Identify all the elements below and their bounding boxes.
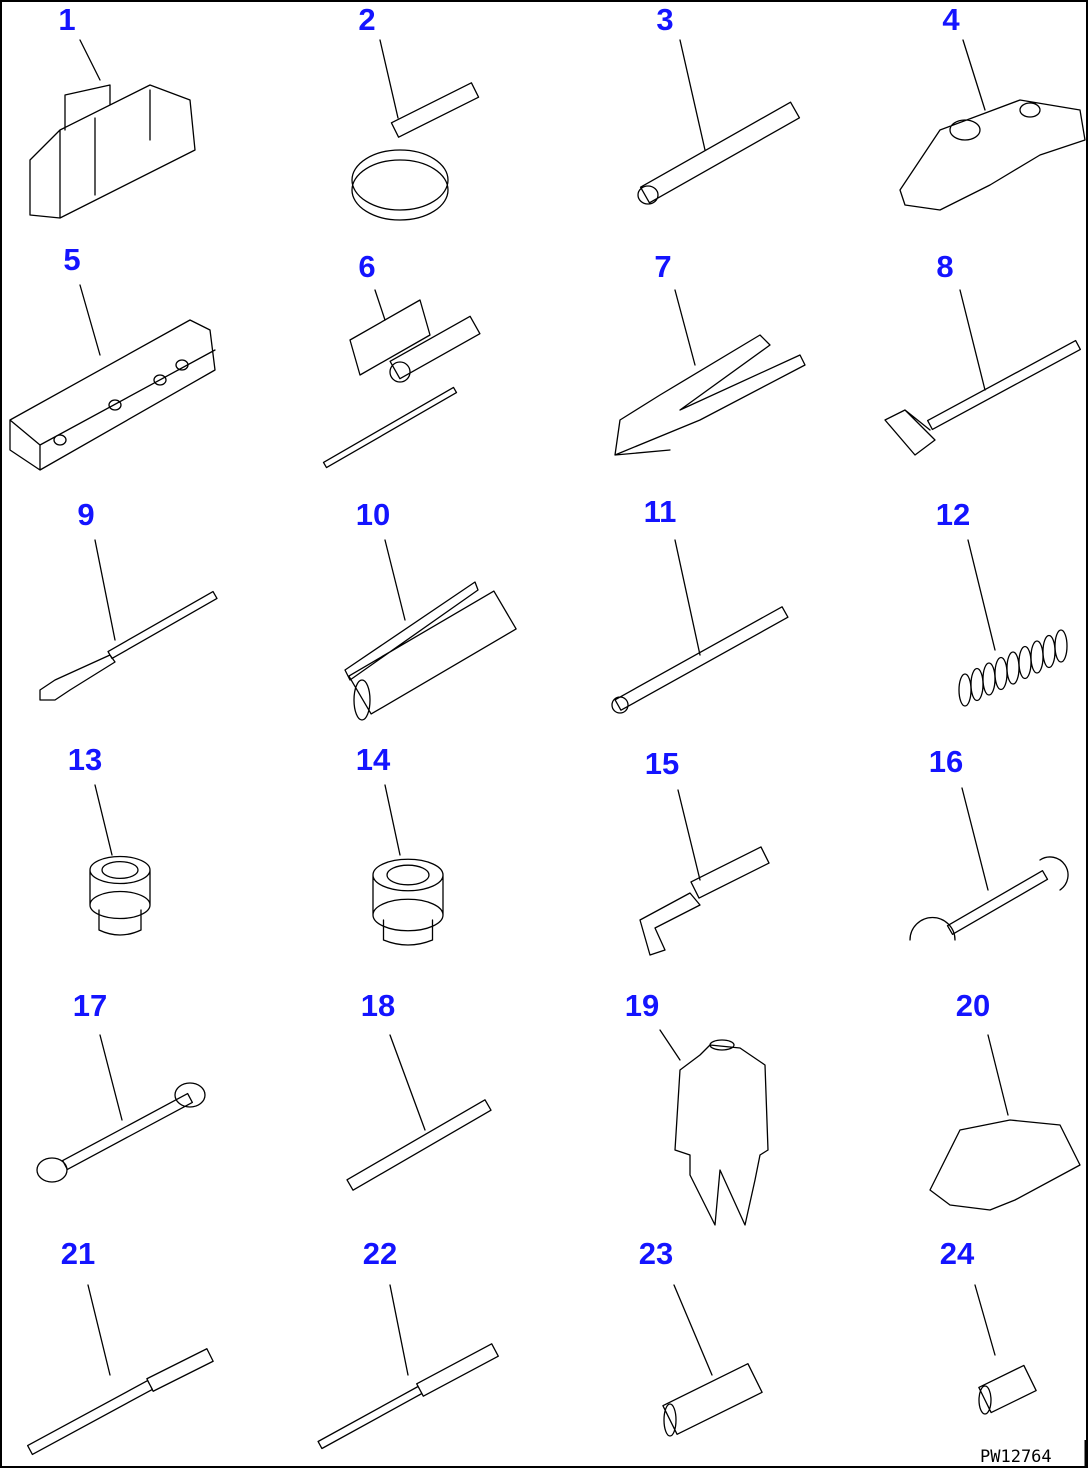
leader-line-15 <box>677 789 701 881</box>
item-number-19: 19 <box>625 988 659 1023</box>
item-number-11: 11 <box>644 494 677 529</box>
spanner-icon <box>909 856 1069 941</box>
item-number-18: 18 <box>361 988 395 1023</box>
leader-line-22 <box>389 1284 409 1376</box>
tap-wrench-icon <box>317 1343 499 1450</box>
item-number-22: 22 <box>363 1236 397 1271</box>
item-number-15: 15 <box>645 746 679 781</box>
leader-line-18 <box>389 1034 426 1131</box>
leader-line-7 <box>674 289 696 366</box>
pry-bar-icon <box>39 590 218 701</box>
item-number-24: 24 <box>940 1236 975 1271</box>
leader-line-20 <box>987 1034 1009 1116</box>
item-number-1: 1 <box>58 2 75 37</box>
leader-line-1 <box>79 39 101 81</box>
socket-small-icon <box>89 855 151 936</box>
pliers-icon <box>614 334 806 456</box>
hammer-icon <box>884 339 1082 456</box>
item-number-7: 7 <box>654 249 671 284</box>
item-number-8: 8 <box>936 249 953 284</box>
item-number-10: 10 <box>356 497 390 532</box>
leader-line-8 <box>959 289 986 391</box>
leader-line-5 <box>79 284 101 356</box>
screwdriver-icon <box>322 299 481 469</box>
spring-icon <box>958 629 1068 707</box>
leader-line-9 <box>94 539 116 641</box>
item-number-23: 23 <box>639 1236 673 1271</box>
cap-icon <box>929 1119 1081 1211</box>
l-wrench-icon <box>639 846 770 956</box>
socket-case-icon <box>9 319 216 471</box>
item-number-17: 17 <box>73 988 107 1023</box>
item-number-16: 16 <box>929 744 963 779</box>
box-wrench-icon <box>36 1082 206 1183</box>
leader-line-17 <box>99 1034 123 1121</box>
leader-line-3 <box>679 39 706 151</box>
rod-icon <box>346 1099 492 1191</box>
plug-icon <box>978 1364 1037 1415</box>
item-number-4: 4 <box>942 2 960 37</box>
leader-line-14 <box>384 784 401 856</box>
item-number-3: 3 <box>656 2 673 37</box>
leader-line-16 <box>961 787 989 891</box>
tool-bag-icon <box>29 84 196 219</box>
item-number-21: 21 <box>61 1236 95 1271</box>
item-number-5: 5 <box>63 242 80 277</box>
coveralls-icon <box>674 1039 769 1226</box>
grease-hose-icon <box>611 606 789 714</box>
grease-gun-icon <box>344 581 517 721</box>
leader-line-23 <box>673 1284 713 1376</box>
leader-line-6 <box>374 289 386 321</box>
item-number-14: 14 <box>356 742 391 777</box>
ratchet-set-icon <box>899 99 1086 211</box>
torque-wrench-icon <box>26 1348 214 1456</box>
filter-wrench-icon <box>351 82 480 221</box>
extension-bar-icon <box>637 101 801 205</box>
item-number-13: 13 <box>68 742 102 777</box>
leader-line-4 <box>962 39 986 111</box>
item-number-6: 6 <box>358 249 375 284</box>
leader-line-11 <box>674 539 701 656</box>
leader-line-21 <box>87 1284 111 1376</box>
leader-line-2 <box>379 39 399 119</box>
adapter-icon <box>662 1363 763 1437</box>
leader-line-12 <box>967 539 996 651</box>
leader-line-19 <box>659 1029 681 1061</box>
item-number-9: 9 <box>77 497 94 532</box>
leader-line-10 <box>384 539 406 621</box>
reference-code: PW12764 <box>980 1447 1052 1467</box>
socket-large-icon <box>372 858 444 946</box>
item-number-20: 20 <box>956 988 990 1023</box>
item-number-2: 2 <box>358 2 375 37</box>
item-number-12: 12 <box>936 497 970 532</box>
leader-line-24 <box>974 1284 996 1356</box>
leader-line-13 <box>94 784 113 856</box>
